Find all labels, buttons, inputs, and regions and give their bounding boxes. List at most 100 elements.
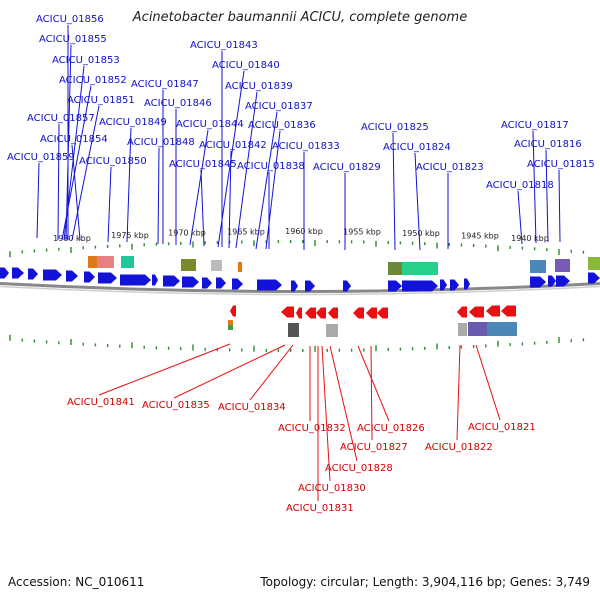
label-leader bbox=[321, 345, 331, 482]
forward-gene-arrow bbox=[232, 278, 243, 290]
forward-gene-arrow bbox=[84, 271, 95, 283]
forward-gene-arrow bbox=[12, 267, 24, 279]
forward-gene-arrow bbox=[548, 275, 556, 287]
gene-label: ACICU_01816 bbox=[514, 139, 582, 150]
gene-label: ACICU_01829 bbox=[313, 162, 381, 173]
label-leader bbox=[475, 344, 501, 421]
gene-label: ACICU_01859 bbox=[7, 152, 75, 163]
forward-gene-arrow bbox=[440, 279, 447, 291]
gene-label: ACICU_01822 bbox=[425, 442, 493, 453]
feature-block bbox=[97, 256, 114, 268]
label-leader bbox=[357, 345, 390, 422]
feature-block bbox=[228, 320, 233, 325]
forward-gene-arrow bbox=[120, 274, 151, 286]
gene-label: ACICU_01815 bbox=[527, 159, 595, 170]
feature-block bbox=[181, 259, 196, 271]
gene-label: ACICU_01828 bbox=[325, 463, 393, 474]
genome-stats-text: Topology: circular; Length: 3,904,116 bp… bbox=[260, 575, 590, 589]
gene-label: ACICU_01824 bbox=[383, 142, 451, 153]
gene-label: ACICU_01853 bbox=[52, 55, 120, 66]
gene-label: ACICU_01833 bbox=[272, 141, 340, 152]
feature-block bbox=[326, 324, 338, 337]
forward-gene-arrow bbox=[305, 280, 315, 292]
forward-gene-arrow bbox=[402, 280, 438, 292]
feature-block bbox=[468, 322, 487, 336]
gene-label: ACICU_01842 bbox=[199, 140, 267, 151]
label-leader bbox=[370, 345, 373, 441]
feature-block bbox=[458, 323, 467, 336]
gene-label: ACICU_01846 bbox=[144, 98, 212, 109]
feature-block bbox=[211, 260, 222, 271]
gene-label: ACICU_01817 bbox=[501, 120, 569, 131]
gene-label: ACICU_01821 bbox=[468, 422, 536, 433]
label-leader bbox=[414, 152, 421, 251]
forward-gene-arrow bbox=[530, 276, 546, 288]
kbp-label: 1975 kbp bbox=[111, 231, 149, 240]
gene-label: ACICU_01850 bbox=[79, 156, 147, 167]
labels-top: ACICU_01856ACICU_01855ACICU_01853ACICU_0… bbox=[7, 14, 595, 191]
scale-ticks-bottom bbox=[9, 334, 585, 352]
label-leaders-top bbox=[36, 25, 561, 251]
gene-label: ACICU_01852 bbox=[59, 75, 127, 86]
gene-label: ACICU_01830 bbox=[298, 483, 366, 494]
label-leader bbox=[98, 343, 231, 396]
gene-label: ACICU_01838 bbox=[237, 161, 305, 172]
forward-gene-arrow bbox=[163, 275, 180, 287]
gene-label: ACICU_01841 bbox=[67, 397, 135, 408]
forward-gene-arrow bbox=[43, 269, 62, 281]
reverse-gene-arrow bbox=[230, 305, 236, 317]
forward-gene-arrow bbox=[182, 276, 199, 288]
feature-block bbox=[238, 262, 242, 272]
gene-label: ACICU_01851 bbox=[67, 95, 135, 106]
label-leader bbox=[71, 105, 100, 241]
reverse-gene-arrow bbox=[281, 306, 294, 318]
feature-block bbox=[228, 325, 233, 330]
scale-ticks-top bbox=[9, 240, 585, 258]
reverse-gene-arrow bbox=[296, 307, 302, 319]
forward-gene-arrow bbox=[28, 268, 38, 280]
label-leader bbox=[329, 345, 358, 462]
feature-block bbox=[588, 257, 600, 270]
label-leader bbox=[173, 344, 286, 399]
feature-block bbox=[555, 259, 570, 272]
gene-label: ACICU_01857 bbox=[27, 113, 95, 124]
feature-blocks bbox=[88, 256, 600, 337]
gene-label: ACICU_01847 bbox=[131, 79, 199, 90]
label-leader bbox=[235, 91, 258, 249]
reverse-genes bbox=[230, 305, 516, 319]
label-leader bbox=[517, 190, 523, 245]
kbp-label: 1940 kbp bbox=[511, 234, 549, 243]
forward-gene-arrow bbox=[291, 280, 298, 292]
genome-backbone-shadow bbox=[0, 285, 600, 296]
forward-gene-arrow bbox=[464, 278, 470, 290]
label-leader bbox=[126, 127, 132, 243]
kbp-label: 1950 kbp bbox=[402, 229, 440, 238]
gene-label: ACICU_01844 bbox=[176, 119, 244, 130]
reverse-gene-arrow bbox=[316, 307, 326, 319]
gene-label: ACICU_01854 bbox=[40, 134, 108, 145]
gene-label: ACICU_01840 bbox=[212, 60, 280, 71]
label-leader bbox=[249, 344, 294, 401]
reverse-gene-arrow bbox=[353, 307, 364, 319]
reverse-gene-arrow bbox=[328, 307, 338, 319]
label-leader bbox=[265, 130, 281, 250]
gene-label: ACICU_01837 bbox=[245, 101, 313, 112]
label-leader bbox=[228, 150, 232, 249]
forward-gene-arrow bbox=[152, 274, 158, 286]
gene-label: ACICU_01823 bbox=[416, 162, 484, 173]
reverse-gene-arrow bbox=[457, 306, 467, 318]
label-leader bbox=[189, 129, 209, 246]
forward-gene-arrow bbox=[556, 275, 570, 287]
kbp-label: 1945 kbp bbox=[461, 231, 499, 240]
reverse-gene-arrow bbox=[377, 307, 388, 319]
reverse-gene-arrow bbox=[305, 307, 316, 319]
label-leader bbox=[71, 144, 81, 241]
reverse-gene-arrow bbox=[486, 305, 500, 317]
kbp-label: 1970 kbp bbox=[168, 229, 206, 238]
feature-block bbox=[288, 323, 299, 337]
reverse-gene-arrow bbox=[501, 305, 516, 317]
gene-label: ACICU_01818 bbox=[486, 180, 554, 191]
gene-label: ACICU_01831 bbox=[286, 503, 354, 514]
label-leader bbox=[200, 169, 205, 247]
